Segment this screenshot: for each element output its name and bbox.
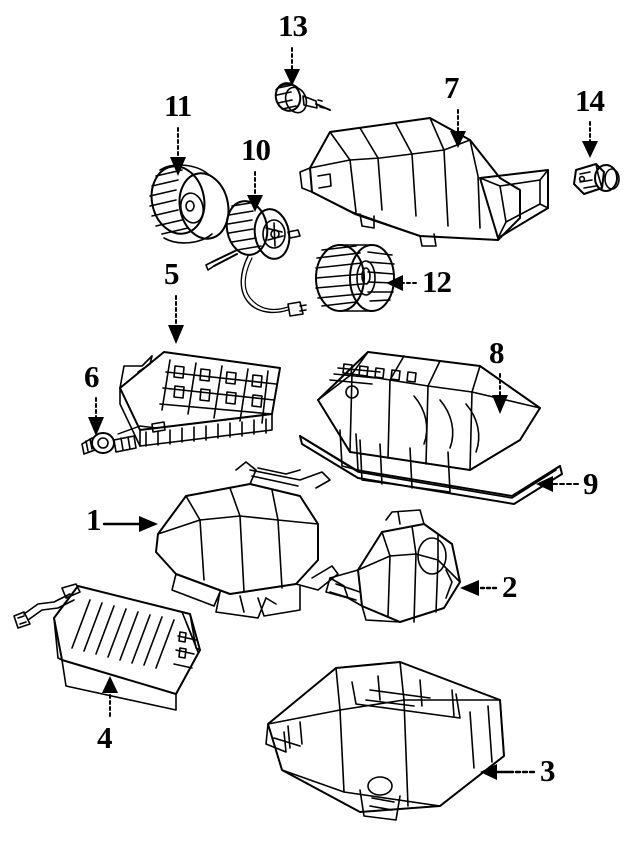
callout-10: 10	[241, 132, 271, 167]
part-evaporator-core	[13, 583, 201, 711]
callout-14: 14	[575, 83, 605, 118]
callout-9: 9	[583, 466, 598, 501]
callout-1: 1	[86, 502, 101, 537]
part-upper-duct-assembly	[299, 117, 549, 247]
part-case-seal-gasket	[299, 435, 563, 505]
part-blower-motor	[205, 200, 307, 317]
part-blower-case-lower-right	[325, 509, 461, 623]
part-heater-case-left	[155, 461, 339, 619]
part-lower-duct-housing	[265, 661, 505, 821]
part-expansion-valve	[81, 421, 166, 455]
callout-6: 6	[84, 359, 99, 394]
part-air-mix-door-case	[317, 351, 541, 493]
callout-13: 13	[278, 8, 308, 43]
part-vacuum-actuator	[274, 82, 331, 114]
callout-7: 7	[444, 70, 459, 105]
callout-11: 11	[164, 88, 192, 123]
part-blower-wheel	[315, 244, 395, 312]
callout-2: 2	[502, 569, 517, 604]
callout-8: 8	[489, 335, 504, 370]
callout-3: 3	[540, 753, 555, 788]
part-blower-motor-cover	[149, 164, 230, 244]
callout-4: 4	[97, 720, 112, 755]
callout-leaders	[88, 47, 598, 780]
part-resistor-connector	[573, 163, 620, 195]
callout-12: 12	[422, 264, 452, 299]
callout-5: 5	[164, 256, 179, 291]
part-heater-core	[119, 351, 281, 447]
